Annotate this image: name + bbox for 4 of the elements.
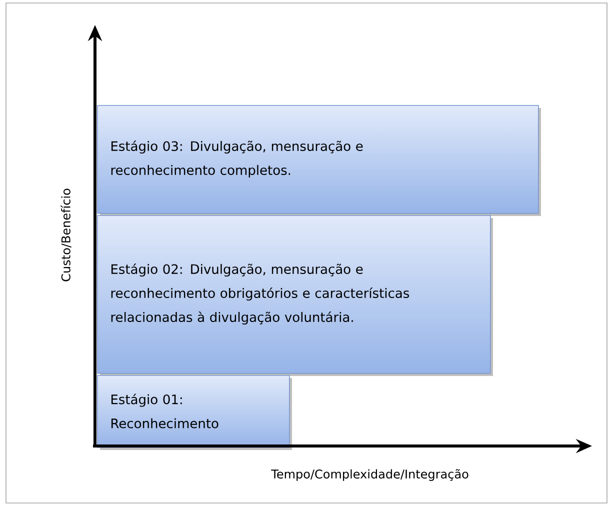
axis-label: Custo/Benefício	[60, 188, 72, 282]
stage-box: Estágio 03: Divulgação, mensuração e reconhecimento completos.	[97, 105, 541, 216]
axis-label: Tempo/Complexidade/Integração	[271, 469, 468, 481]
stage-box: Estágio 01: Reconhecimento	[97, 375, 292, 450]
